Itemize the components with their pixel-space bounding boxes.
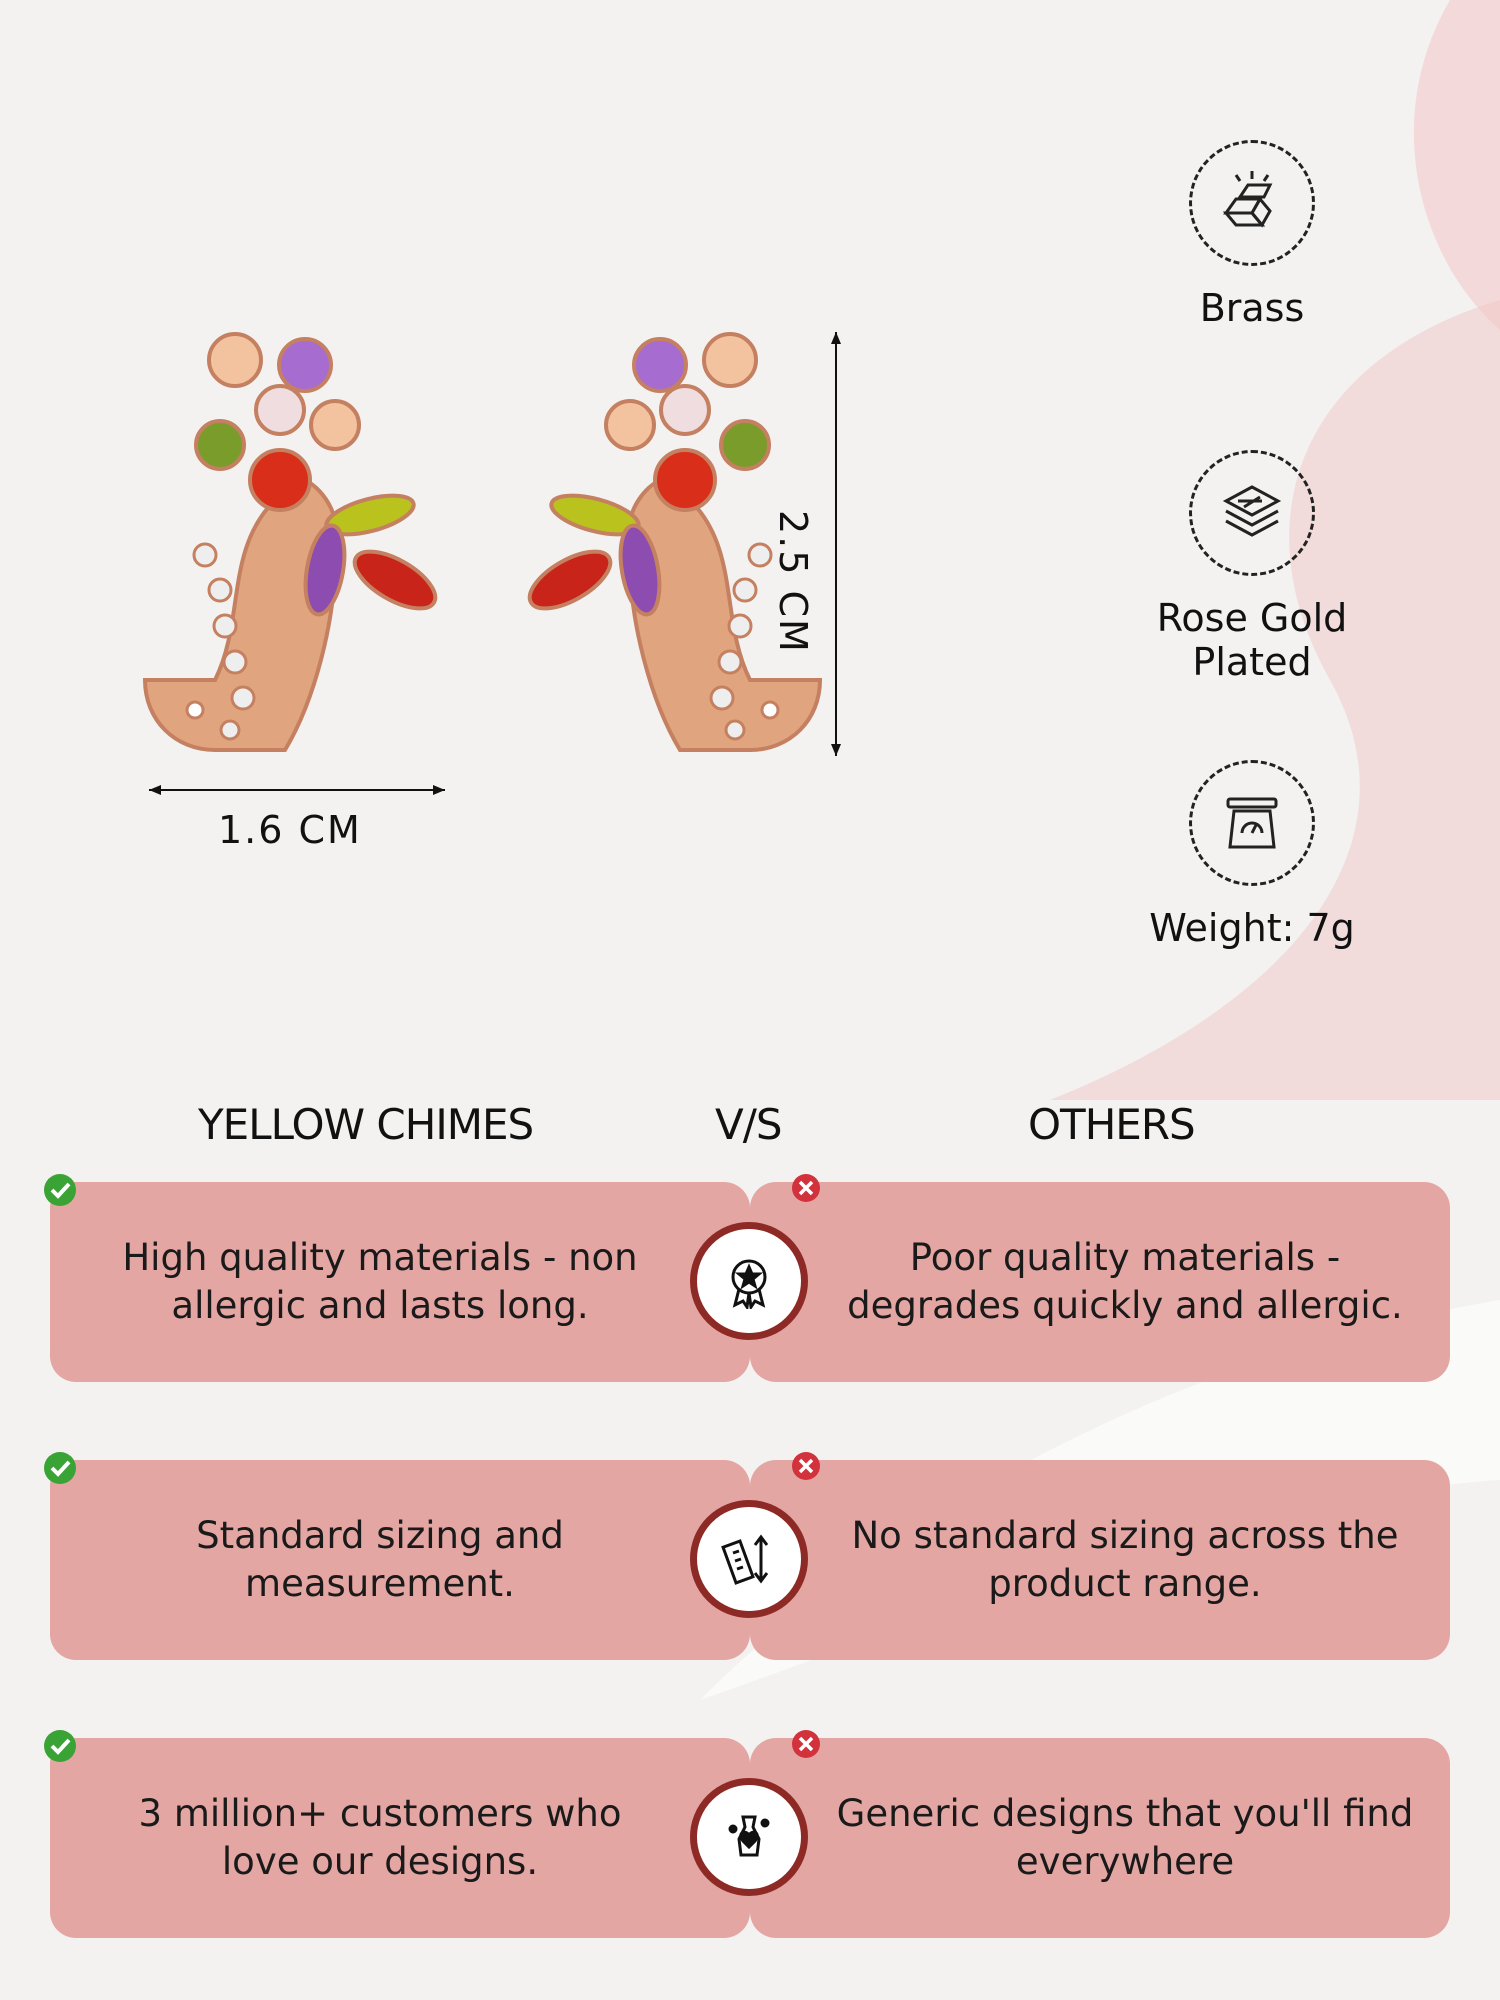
cross-icon <box>792 1452 820 1480</box>
feature-plating-label: Rose Gold Plated <box>1156 596 1348 684</box>
feature-weight: Weight: 7g <box>1102 760 1402 950</box>
feature-material: Brass <box>1102 140 1402 330</box>
layers-icon <box>1189 450 1315 576</box>
check-icon <box>44 1174 76 1206</box>
cross-icon <box>792 1174 820 1202</box>
comparison-row: High quality materials - non allergic an… <box>44 1174 1450 1382</box>
gold-bars-icon <box>1189 140 1315 266</box>
width-arrow <box>149 785 445 795</box>
theirs-card: Poor quality materials - degrades quickl… <box>750 1182 1450 1382</box>
check-icon <box>44 1730 76 1762</box>
theirs-card: No standard sizing across the product ra… <box>750 1460 1450 1660</box>
feature-material-label: Brass <box>1199 286 1305 330</box>
feature-weight-label: Weight: 7g <box>1149 906 1355 950</box>
comparison-row: Standard sizing and measurement. No stan… <box>44 1452 1450 1660</box>
scale-icon <box>1189 760 1315 886</box>
cross-icon <box>792 1730 820 1758</box>
earring-left-image <box>142 332 438 752</box>
ruler-measure-icon <box>690 1500 808 1618</box>
theirs-card: Generic designs that you'll find everywh… <box>750 1738 1450 1938</box>
customer-love-icon <box>690 1778 808 1896</box>
width-label: 1.6 CM <box>218 808 362 852</box>
ours-card: 3 million+ customers who love our design… <box>50 1738 750 1938</box>
feature-plating: Rose Gold Plated <box>1102 450 1402 684</box>
vs-heading: V/S <box>715 1100 783 1149</box>
check-icon <box>44 1452 76 1484</box>
height-arrow <box>831 332 841 756</box>
earring-right-image <box>527 332 823 752</box>
quality-badge-icon <box>690 1222 808 1340</box>
height-label: 2.5 CM <box>771 510 815 654</box>
others-heading: OTHERS <box>1028 1100 1196 1149</box>
comparison-row: 3 million+ customers who love our design… <box>44 1730 1450 1938</box>
ours-card: High quality materials - non allergic an… <box>50 1182 750 1382</box>
ours-card: Standard sizing and measurement. <box>50 1460 750 1660</box>
brand-heading: YELLOW CHIMES <box>198 1100 534 1149</box>
